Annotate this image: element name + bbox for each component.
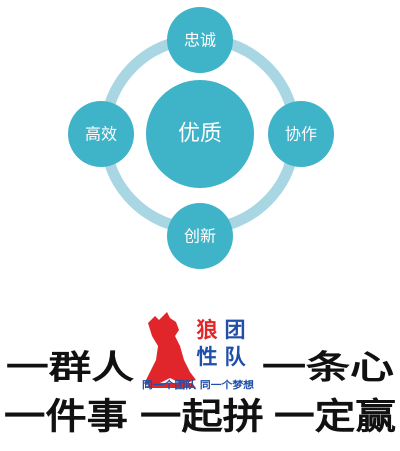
node-left-circle <box>68 101 134 167</box>
slogan-line2-b: 一起拼 <box>140 397 264 438</box>
node-right: 协作 <box>268 101 334 167</box>
center-label: 优质 <box>178 122 222 147</box>
slogan-line1-left: 一群人 <box>6 348 134 387</box>
node-bottom-circle <box>167 203 233 269</box>
logo-char-xing: 性 <box>197 345 218 369</box>
node-top-label: 忠诚 <box>184 31 216 50</box>
node-left-label: 高效 <box>85 125 117 144</box>
wolf-team-logo: 狼 团 性 队 同一个团队 同一个梦想 <box>142 312 254 392</box>
logo-char-wolf: 狼 <box>197 318 218 342</box>
logo-char-tuan: 团 <box>225 318 246 342</box>
logo-subtitle: 同一个团队 同一个梦想 <box>142 379 254 392</box>
slogan-line1-right: 一条心 <box>262 348 394 387</box>
node-left: 高效 <box>68 101 134 167</box>
slogan-banner: 一群人 狼 团 性 队 同一个团队 同一个梦想 一条心 一件事 一起拼 一定赢 <box>4 312 396 438</box>
center-circle <box>146 80 254 188</box>
logo-char-dui: 队 <box>225 345 247 369</box>
node-top-circle <box>167 7 233 73</box>
wolf-howling-icon <box>144 312 196 388</box>
node-bottom-label: 创新 <box>184 227 216 246</box>
value-diagram: 优质 忠诚 协作 创新 高效 <box>68 7 334 269</box>
node-right-circle <box>268 101 334 167</box>
node-bottom: 创新 <box>167 203 233 269</box>
node-top: 忠诚 <box>167 7 233 73</box>
slogan-line2-c: 一定赢 <box>274 396 396 438</box>
node-right-label: 协作 <box>285 125 317 144</box>
slogan-line2-a: 一件事 <box>4 397 128 438</box>
